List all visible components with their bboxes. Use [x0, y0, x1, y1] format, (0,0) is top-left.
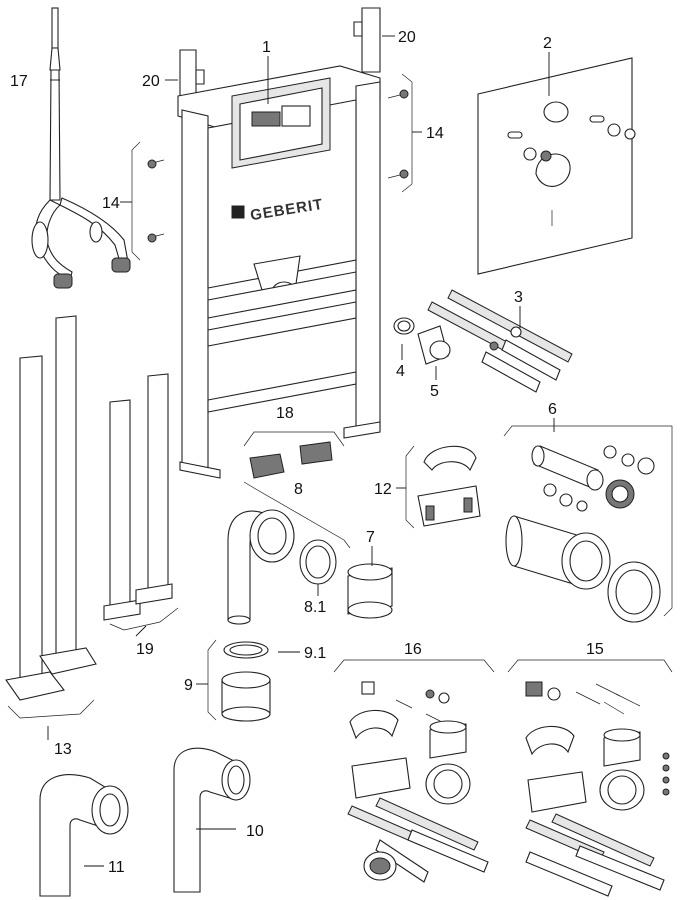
part-5-connector [417, 325, 451, 365]
label-9-1: 9.1 [304, 645, 326, 662]
label-10: 10 [246, 823, 264, 840]
label-8: 8 [294, 481, 303, 498]
part-17-flush-hose [31, 7, 131, 289]
label-1: 1 [262, 39, 271, 56]
part-11-flexible-bend [39, 774, 129, 897]
part-19-support-legs [103, 373, 179, 631]
label-16: 16 [404, 641, 422, 658]
label-13: 13 [54, 741, 72, 758]
part-14-screws-right [387, 73, 413, 193]
leader-lines [47, 35, 555, 867]
part-14-screws-left [131, 141, 165, 261]
part-12-bracket [405, 445, 481, 529]
label-9: 9 [184, 677, 193, 694]
part-8-elbow [227, 481, 351, 625]
part-10-bend [173, 747, 251, 893]
label-5: 5 [430, 383, 439, 400]
label-11: 11 [108, 859, 125, 876]
label-17: 17 [10, 73, 28, 90]
part-2-insulation-plate [477, 57, 636, 275]
label-7: 7 [366, 529, 375, 546]
label-6: 6 [548, 401, 557, 418]
label-18: 18 [276, 405, 294, 422]
label-19: 19 [136, 641, 154, 658]
part-18-clips [243, 431, 345, 479]
part-3-threaded-rods [427, 289, 573, 393]
part-16-fitting-set [333, 659, 495, 883]
part-1-installation-frame: GEBERIT [177, 7, 381, 479]
label-4: 4 [396, 363, 405, 380]
label-2: 2 [543, 35, 552, 52]
label-12: 12 [374, 481, 392, 498]
label-15: 15 [586, 641, 604, 658]
label-8-1: 8.1 [304, 599, 326, 616]
label-3: 3 [514, 289, 523, 306]
label-20-left: 20 [142, 73, 160, 90]
part-7-adapter [347, 563, 393, 619]
callout-labels: 1 2 3 4 5 6 7 8 8.1 9 9.1 10 11 12 13 14… [10, 29, 604, 876]
label-14-right: 14 [426, 125, 444, 142]
part-9-adapter [207, 639, 271, 722]
label-20-right: 20 [398, 29, 416, 46]
part-4-seal-ring [393, 317, 415, 335]
part-15-fitting-set [507, 659, 673, 897]
part-6-connection-set [503, 425, 673, 623]
label-14-left: 14 [102, 195, 120, 212]
part-13-floor-supports [5, 315, 97, 719]
